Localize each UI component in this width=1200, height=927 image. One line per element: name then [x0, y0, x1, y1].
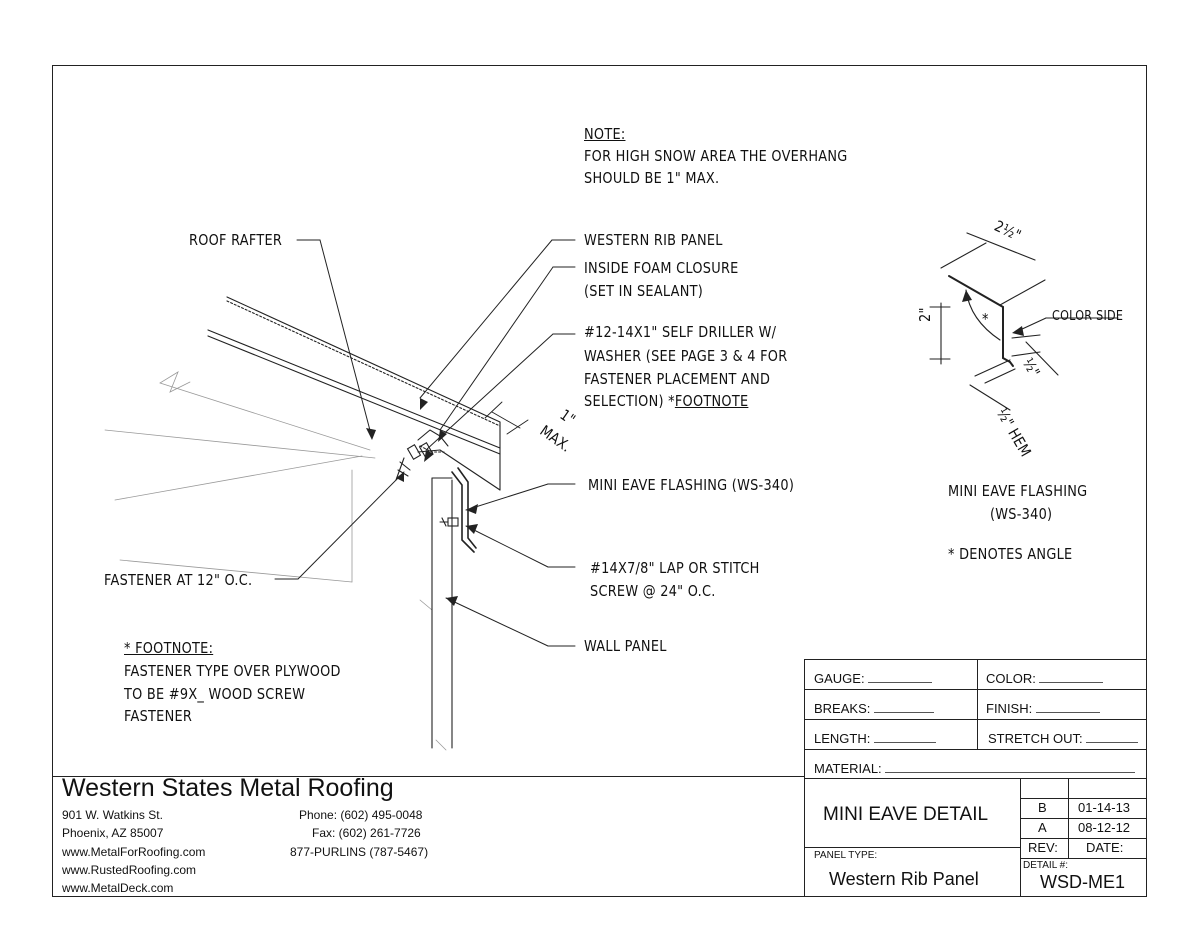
callout-wall-panel: WALL PANEL [584, 637, 667, 655]
panel-type-label: PANEL TYPE: [814, 850, 878, 861]
detail-number-label: DETAIL #: [1023, 860, 1069, 871]
title-block-rule-5 [804, 847, 1020, 848]
revision-b-code: B [1038, 800, 1047, 815]
company-tollfree: 877-PURLINS (787-5467) [290, 845, 429, 859]
callout-fastener-oc: FASTENER AT 12" O.C. [104, 571, 253, 589]
note-line-2: SHOULD BE 1" MAX. [584, 169, 720, 187]
title-block-rule-1 [804, 689, 1147, 690]
company-block-divider [52, 776, 804, 777]
company-name: Western States Metal Roofing [62, 774, 394, 802]
leader-lines [274, 239, 576, 647]
color-label: COLOR: [986, 671, 1036, 686]
company-website-1: www.MetalForRoofing.com [62, 845, 206, 859]
rev-row-rule-3 [1020, 838, 1147, 839]
detail-angle-note: * DENOTES ANGLE [948, 545, 1073, 563]
company-website-2: www.RustedRoofing.com [62, 863, 197, 877]
note-heading: NOTE: [584, 125, 626, 143]
footnote-line-2: TO BE #9X_ WOOD SCREW [124, 685, 306, 703]
title-block-col-rule [977, 659, 978, 749]
company-address-1: 901 W. Watkins St. [62, 808, 163, 822]
company-address-2: Phoenix, AZ 85007 [62, 826, 164, 840]
revision-a-date: 08-12-12 [1078, 820, 1131, 835]
color-field: COLOR: [986, 670, 1104, 686]
rev-col-rule-1 [1020, 778, 1021, 897]
stretch-out-label: STRETCH OUT: [988, 731, 1083, 746]
length-blank [873, 730, 936, 743]
gauge-blank [868, 670, 933, 683]
detail-dim-left: 2" [916, 307, 934, 322]
title-block-rule-3 [804, 749, 1147, 750]
footnote-heading: * FOOTNOTE: [124, 639, 214, 657]
detail-number-value: WSD-ME1 [1040, 872, 1125, 892]
panel-type-value: Western Rib Panel [829, 869, 979, 889]
wall-panel [431, 477, 453, 749]
detail-angle-mark: * [982, 310, 989, 328]
rev-row-rule-1 [1020, 798, 1147, 799]
callout-self-driller-2: WASHER (SEE PAGE 3 & 4 FOR [584, 347, 788, 365]
gauge-field: GAUGE: [814, 670, 933, 686]
callout-foam-closure-2: (SET IN SEALANT) [584, 282, 704, 300]
detail-caption-1: MINI EAVE FLASHING [948, 482, 1088, 500]
rev-header: REV: [1028, 840, 1058, 855]
revision-b-date: 01-14-13 [1078, 800, 1131, 815]
callout-self-driller-4: SELECTION) *FOOTNOTE [584, 390, 748, 413]
company-phone: Phone: (602) 495-0048 [299, 808, 423, 822]
detail-caption-2: (WS-340) [990, 505, 1053, 523]
color-blank [1039, 670, 1104, 683]
detail-arrowheads [962, 290, 1024, 336]
roof-panel-section [207, 296, 501, 491]
breaks-blank [873, 700, 934, 713]
rev-row-rule-2 [1020, 818, 1147, 819]
callout-self-driller-1: #12-14X1" SELF DRILLER W/ [584, 323, 777, 341]
callout-self-driller-3: FASTENER PLACEMENT AND [584, 370, 771, 388]
stretch-out-blank [1086, 730, 1139, 743]
company-fax: Fax: (602) 261-7726 [312, 826, 421, 840]
length-field: LENGTH: [814, 730, 936, 746]
length-label: LENGTH: [814, 731, 871, 746]
overhang-dimension [484, 401, 529, 435]
company-website-3: www.MetalDeck.com [62, 881, 174, 895]
callout-self-driller-last: SELECTION) * [584, 392, 675, 410]
title-block-rule-2 [804, 719, 1147, 720]
leader-arrowheads [366, 398, 478, 606]
date-header: DATE: [1086, 840, 1124, 855]
fasteners [395, 442, 459, 527]
finish-field: FINISH: [986, 700, 1100, 716]
detail-color-side: COLOR SIDE [1052, 309, 1124, 324]
revision-a-code: A [1038, 820, 1047, 835]
footnote-line-1: FASTENER TYPE OVER PLYWOOD [124, 662, 341, 680]
footnote-reference: FOOTNOTE [674, 392, 749, 410]
material-blank [885, 760, 1136, 773]
drawing-title: MINI EAVE DETAIL [823, 804, 989, 825]
material-field: MATERIAL: [814, 760, 1136, 776]
callout-roof-rafter: ROOF RAFTER [189, 231, 283, 249]
breaks-label: BREAKS: [814, 701, 871, 716]
callout-lap-screw-2: SCREW @ 24" O.C. [590, 582, 716, 600]
breaks-field: BREAKS: [814, 700, 934, 716]
drawing-sheet-border [52, 65, 1147, 897]
title-block-rule-4 [804, 778, 1147, 779]
callout-lap-screw-1: #14X7/8" LAP OR STITCH [590, 559, 760, 577]
finish-blank [1035, 700, 1100, 713]
material-label: MATERIAL: [814, 761, 882, 776]
stretch-out-field: STRETCH OUT: [988, 730, 1139, 746]
callout-western-rib-panel: WESTERN RIB PANEL [584, 231, 723, 249]
note-line-1: FOR HIGH SNOW AREA THE OVERHANG [584, 147, 848, 165]
gauge-label: GAUGE: [814, 671, 865, 686]
callout-mini-eave-flashing: MINI EAVE FLASHING (WS-340) [588, 476, 795, 494]
finish-label: FINISH: [986, 701, 1033, 716]
footnote-line-3: FASTENER [124, 707, 193, 725]
rev-row-rule-4 [1020, 858, 1147, 859]
callout-foam-closure-1: INSIDE FOAM CLOSURE [584, 259, 739, 277]
